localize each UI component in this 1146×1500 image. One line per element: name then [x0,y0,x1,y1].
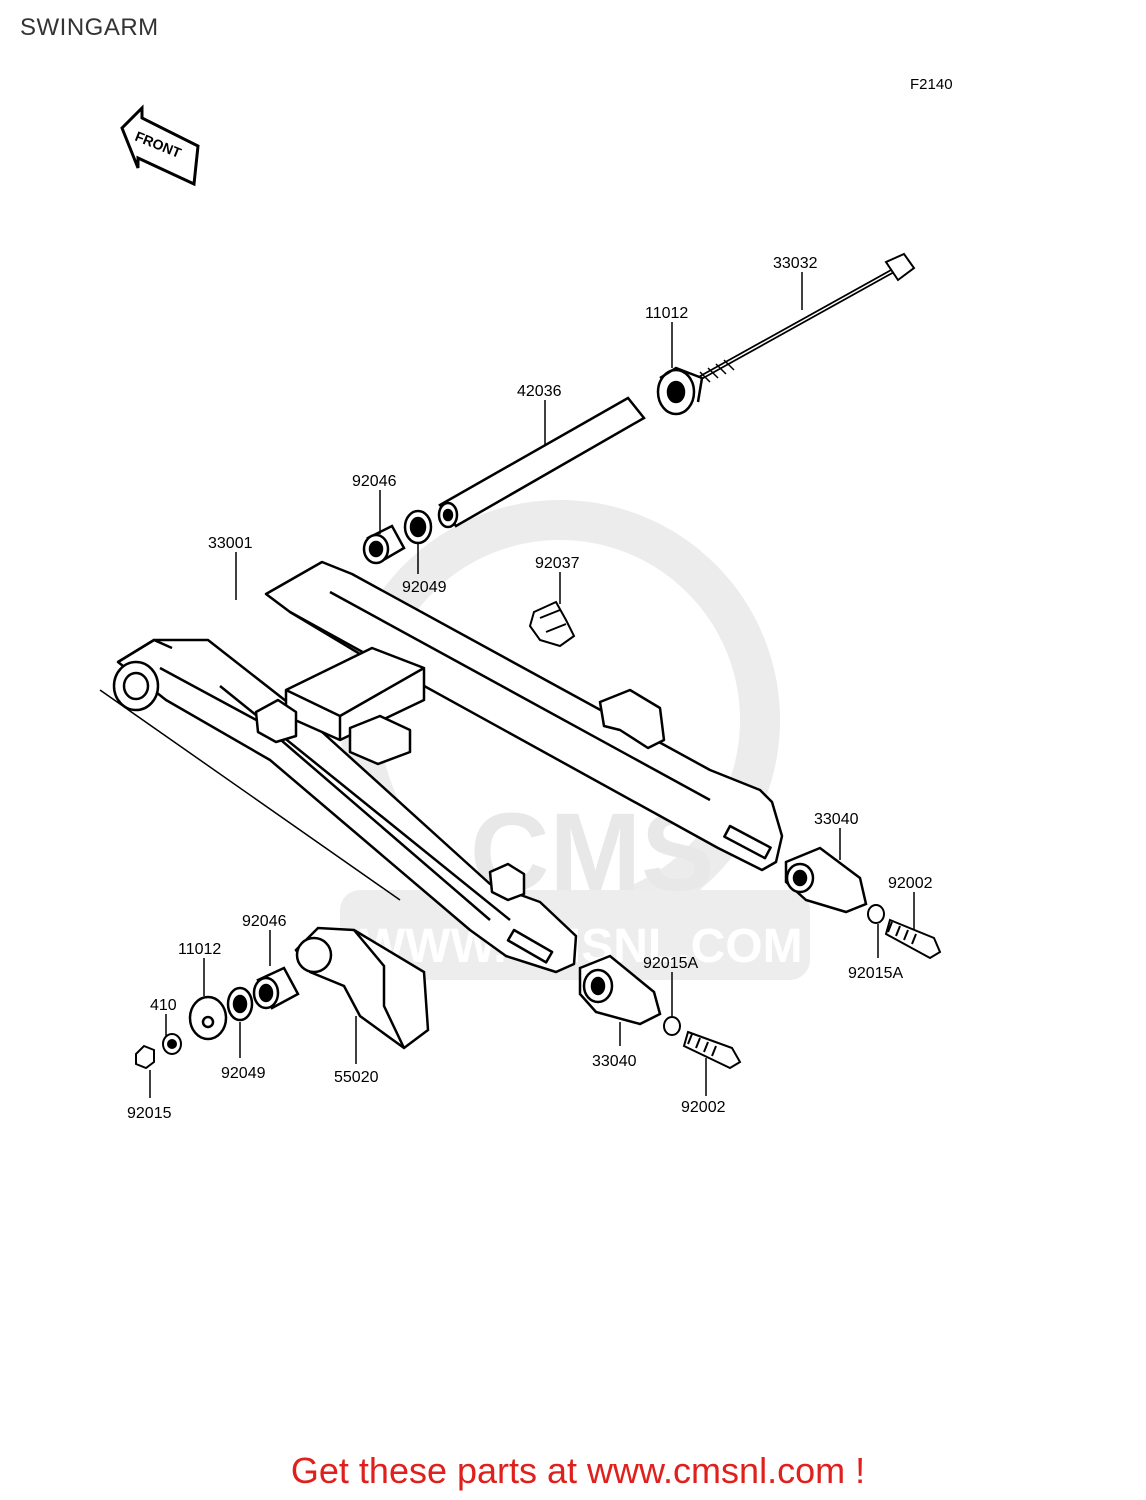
front-arrow-icon: FRONT [120,104,200,187]
part-label-33040-right: 33040 [814,811,859,828]
part-label-92049-low: 92049 [221,1065,266,1082]
leader-lines [149,272,915,1098]
needle-bearing-low [252,966,300,1010]
part-label-42036: 42036 [517,383,562,400]
part-label-92046-top: 92046 [352,473,397,490]
pivot-sleeve [437,396,646,529]
bolt-mid [663,1016,742,1070]
watermark-url: WWW.CMSNL.COM [360,920,803,973]
part-label-92015A-mid: 92015A [643,955,698,972]
washer-low [162,1033,182,1055]
chain-adjuster-right [784,846,868,914]
nut-low [135,1044,155,1070]
bearing-top [656,366,704,416]
part-label-92049-top: 92049 [402,579,447,596]
bolt-right [867,904,942,960]
part-label-92002-mid: 92002 [681,1099,726,1116]
needle-bearing-top [362,524,406,565]
pivot-bolt [698,252,916,383]
chain-guide-clip [528,600,576,648]
brake-bracket [294,926,430,1050]
seal-top [403,509,433,545]
part-label-92002-right: 92002 [888,875,933,892]
part-label-11012-low: 11012 [178,941,221,958]
part-label-92015A-right: 92015A [848,965,903,982]
part-label-92015: 92015 [127,1105,172,1122]
part-label-410: 410 [150,997,177,1014]
part-label-92046-low: 92046 [242,913,287,930]
part-label-33001: 33001 [208,535,253,552]
page-title: SWINGARM [20,14,159,41]
part-label-11012-top: 11012 [645,305,688,322]
chain-adjuster-mid [578,954,662,1026]
footer-parts-link[interactable]: Get these parts at www.cmsnl.com ! [290,1450,866,1491]
part-label-55020: 55020 [334,1069,379,1086]
part-label-92037: 92037 [535,555,580,572]
part-label-33040-mid: 33040 [592,1053,637,1070]
figure-code: F2140 [910,76,953,93]
swingarm-body [99,560,784,974]
part-label-33032: 33032 [773,255,818,272]
collar-low [188,995,228,1041]
seal-low [226,986,254,1022]
